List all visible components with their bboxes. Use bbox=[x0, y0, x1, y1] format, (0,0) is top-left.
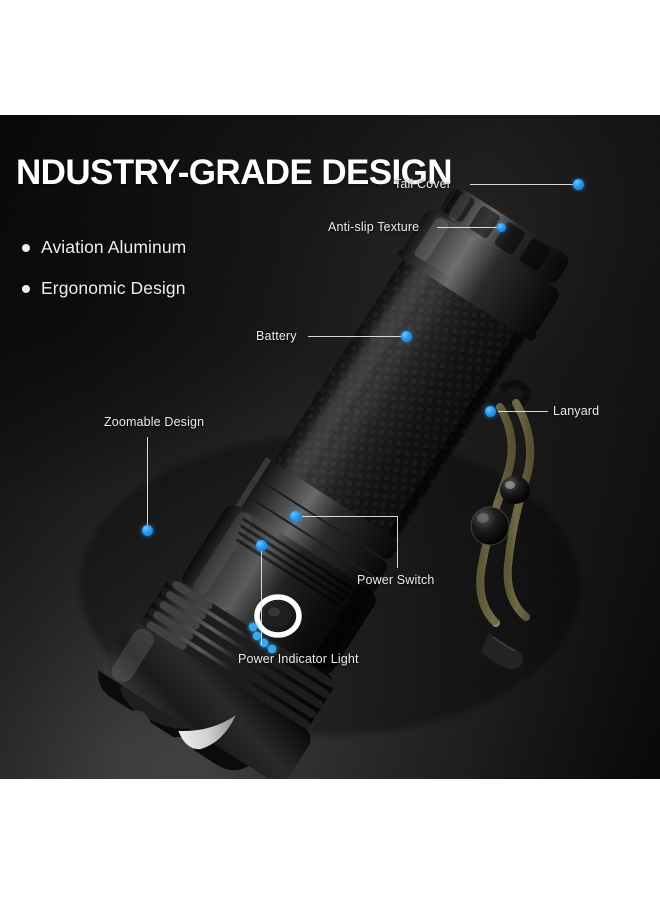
leader-line-zoomable-design bbox=[147, 437, 149, 530]
list-item: Ergonomic Design bbox=[22, 278, 186, 299]
callout-label-anti-slip-texture: Anti-slip Texture bbox=[328, 220, 420, 234]
leader-line-power-switch-h bbox=[302, 516, 398, 518]
anchor-dot-tail-cover bbox=[573, 179, 584, 190]
anchor-dot-zoomable-design bbox=[142, 525, 153, 536]
feature-label: Ergonomic Design bbox=[41, 278, 186, 298]
callout-label-lanyard: Lanyard bbox=[553, 404, 600, 418]
feature-list: Aviation Aluminum Ergonomic Design bbox=[22, 237, 186, 319]
bullet-dot-icon bbox=[22, 243, 30, 252]
leader-line-power-switch-v bbox=[397, 516, 399, 568]
callout-label-power-switch: Power Switch bbox=[357, 573, 435, 587]
flashlight-illustration bbox=[80, 187, 580, 779]
leader-line-battery bbox=[308, 336, 404, 338]
bullet-dot-icon bbox=[22, 284, 30, 293]
anchor-dot-battery bbox=[401, 331, 412, 342]
power-switch-ring bbox=[254, 594, 302, 638]
leader-line-tail-cover bbox=[470, 184, 576, 186]
leader-line-anti-slip-texture bbox=[437, 227, 500, 229]
anchor-dot-lanyard bbox=[485, 406, 496, 417]
page-title: NDUSTRY-GRADE DESIGN bbox=[16, 153, 453, 193]
callout-label-tail-cover: Tail Cover bbox=[394, 177, 452, 191]
lanyard-cord bbox=[470, 380, 535, 670]
leader-line-power-indicator-light bbox=[261, 551, 263, 645]
callout-label-power-indicator-light: Power Indicator Light bbox=[238, 652, 359, 666]
anchor-dot-anti-slip-texture bbox=[497, 223, 506, 232]
list-item: Aviation Aluminum bbox=[22, 237, 186, 258]
dark-panel: NDUSTRY-GRADE DESIGN Aviation Aluminum E… bbox=[0, 115, 660, 779]
anchor-dot-power-indicator-light bbox=[256, 540, 267, 551]
leader-line-lanyard bbox=[498, 411, 548, 413]
feature-label: Aviation Aluminum bbox=[41, 237, 187, 257]
anchor-dot-power-switch bbox=[290, 511, 301, 522]
callout-label-battery: Battery bbox=[256, 329, 297, 343]
callout-label-zoomable-design: Zoomable Design bbox=[104, 415, 205, 429]
